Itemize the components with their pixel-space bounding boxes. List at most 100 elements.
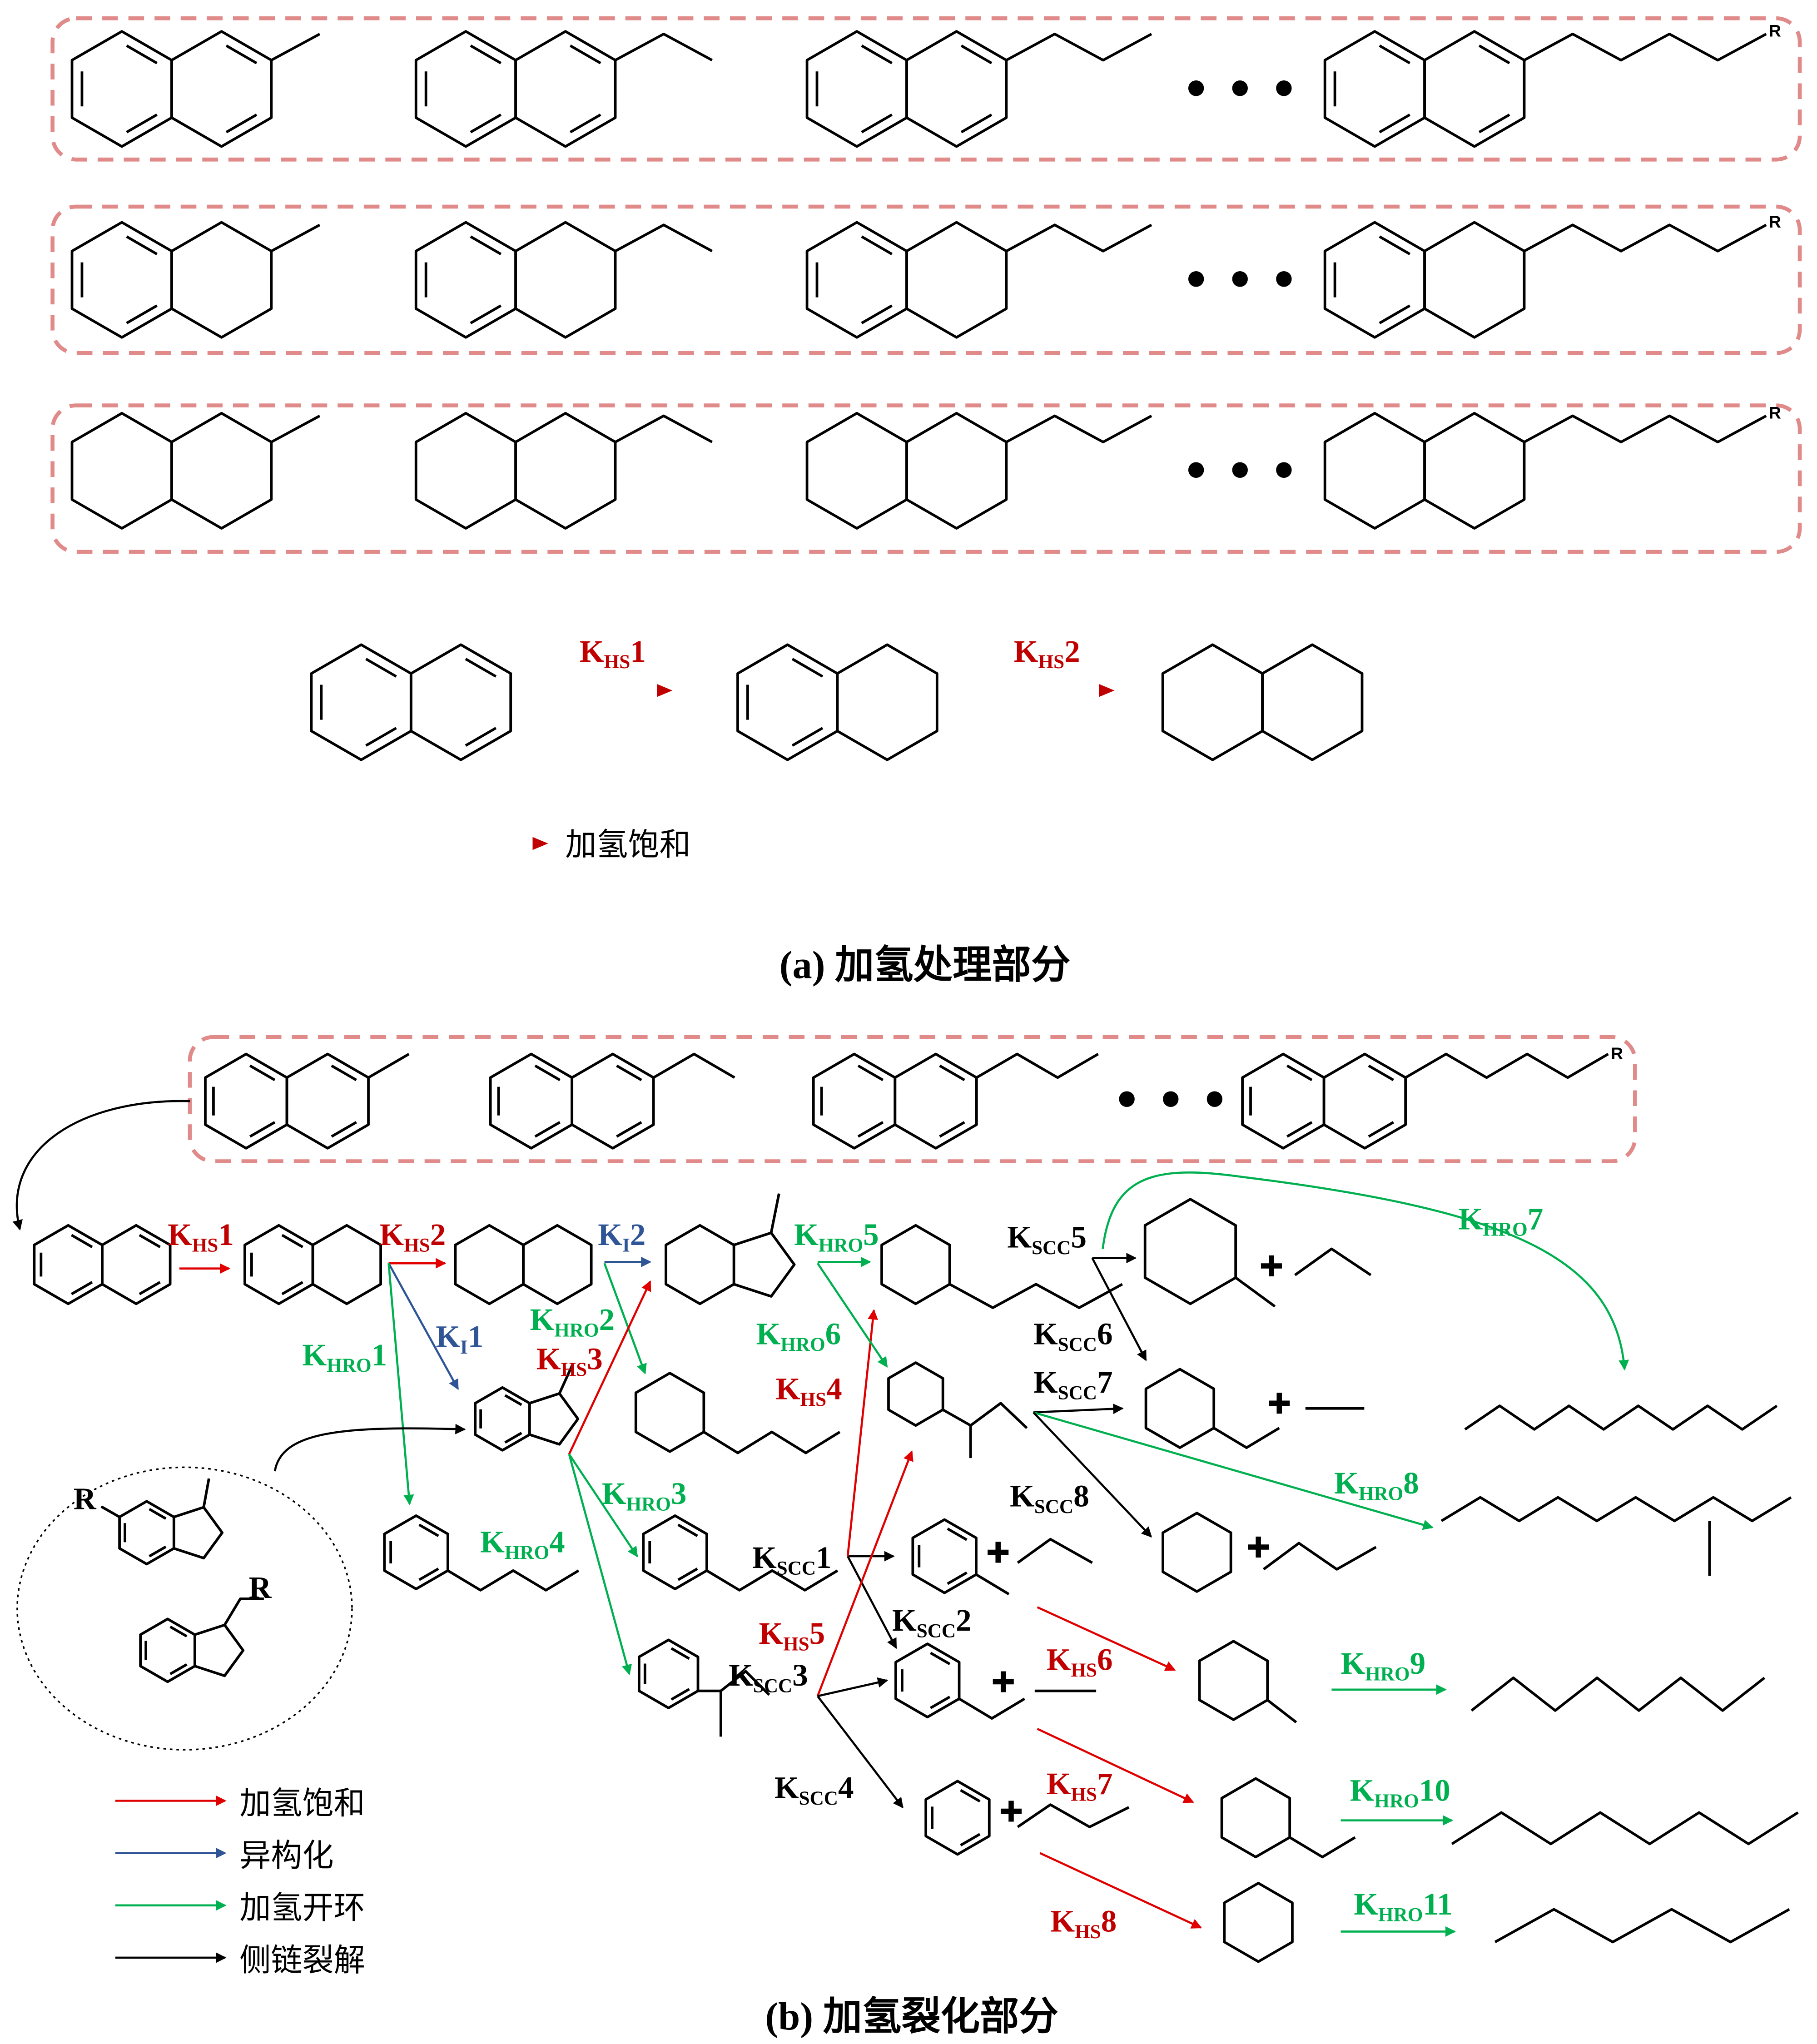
arrow-khro8 (1033, 1411, 1434, 1530)
arrow-khs8 (1039, 1852, 1202, 1929)
ring (310, 643, 412, 761)
rate-constant-sub: SCC (1058, 1383, 1097, 1404)
plus-sign (1261, 1255, 1282, 1276)
chain-bond (367, 1053, 410, 1079)
rate-constant-sub: SCC (1032, 1237, 1071, 1259)
double-bond (616, 1064, 642, 1082)
dashed-group-box-b (188, 1035, 1637, 1163)
part-a-legend-label: 加氢饱和 (565, 827, 690, 863)
ethane (1017, 1538, 1093, 1564)
rate-constant-num: 2 (599, 1302, 615, 1337)
ring (70, 221, 173, 339)
rate-constant-sub: SCC (753, 1676, 792, 1697)
rate-constant-khs5: KHS5 (759, 1616, 825, 1655)
ring (1423, 412, 1526, 530)
rate-constant-sub: HRO (1374, 1791, 1419, 1812)
rate-constant-sub: HS (1071, 1660, 1097, 1681)
arrow-khs5 (816, 1450, 913, 1697)
rate-constant-sub: HRO (780, 1334, 825, 1355)
chain-bond (653, 1052, 735, 1079)
chain-bond (223, 1597, 264, 1626)
legend-label-1: 加氢饱和 (239, 1785, 365, 1821)
ring (409, 643, 512, 761)
plus-sign (1248, 1536, 1269, 1558)
chain-bond (942, 1402, 1028, 1429)
double-bond (939, 1064, 965, 1082)
molecule-b-2 (489, 1052, 735, 1150)
rate-constant-kscc5: KSCC5 (1007, 1220, 1087, 1259)
rate-constant-k: K (436, 1319, 460, 1354)
legend-label-2: 异构化 (239, 1837, 333, 1874)
r-group-label: R (1769, 403, 1781, 422)
ring (911, 1518, 978, 1594)
dashed-group-box-3 (50, 403, 1802, 554)
double-bond (365, 658, 397, 678)
rate-constant-num: 6 (825, 1316, 841, 1351)
ring (894, 1052, 978, 1150)
rate-constant-k: K (729, 1657, 753, 1692)
rate-constant-num: 2 (956, 1602, 972, 1637)
rate-constant-num: 3 (671, 1476, 687, 1511)
rate-constant-num: 4 (838, 1770, 854, 1805)
butylcyclohexane-2 (634, 1372, 841, 1454)
butylbenzene (383, 1514, 580, 1592)
rate-constant-sub: HRO (1378, 1904, 1423, 1925)
double-bond (281, 1281, 303, 1295)
rate-constant-khro4: KHRO4 (480, 1524, 565, 1563)
double-bond (418, 1523, 439, 1537)
rate-constant-num: 8 (1403, 1465, 1419, 1500)
dashed-group-box-2 (50, 204, 1802, 355)
arrow-khro2 (603, 1263, 647, 1374)
double-bond (791, 727, 824, 747)
rate-constant-k: K (759, 1616, 783, 1651)
ring (118, 1500, 175, 1566)
rate-constant-k: K (774, 1770, 799, 1805)
double-bond (1286, 1064, 1313, 1082)
tetralin-b (243, 1224, 382, 1305)
double-bond (534, 1121, 561, 1138)
rate-constant-kscc7: KSCC7 (1033, 1364, 1113, 1404)
molecule-b-1 (204, 1052, 410, 1150)
ring (736, 643, 839, 761)
ring (454, 1224, 525, 1305)
rate-constant-num: 5 (809, 1616, 825, 1651)
double-bond (139, 1234, 161, 1248)
molecule-row2-4 (1323, 221, 1767, 339)
arrow-khs7 (1037, 1728, 1194, 1803)
ring (571, 1052, 655, 1150)
ring (489, 1052, 574, 1150)
part-a-caption: (a) 加氢处理部分 (779, 943, 1070, 987)
ring (905, 412, 1008, 530)
chain-bond (1017, 1538, 1093, 1564)
double-bond (1368, 1121, 1395, 1138)
rate-constant-k: K (1014, 634, 1038, 669)
naphthalene-b (33, 1224, 172, 1305)
double-bond (670, 1647, 690, 1660)
chain-bond (1524, 223, 1767, 253)
rate-constant-ki2: KI2 (598, 1217, 645, 1256)
rate-constant-num: 6 (1097, 1316, 1113, 1351)
curve-arrow-feed (12, 1100, 190, 1231)
double-bond (947, 1527, 968, 1541)
n-octane (1470, 1676, 1766, 1712)
naphthalene-a (310, 643, 512, 761)
rate-constant-k: K (1050, 1903, 1075, 1938)
double-bond (331, 1064, 357, 1082)
chain-bond (703, 1430, 841, 1454)
curve-arrow-khro7 (1102, 1171, 1629, 1371)
rate-constant-khs1: KHS1 (168, 1217, 234, 1256)
double-bond (470, 114, 502, 134)
double-bond (365, 727, 397, 747)
double-bond (960, 1833, 981, 1847)
ring (414, 412, 517, 530)
double-bond (149, 1508, 167, 1520)
double-bond (960, 1789, 981, 1803)
double-bond (249, 1064, 276, 1082)
ring (1323, 30, 1426, 148)
double-bond (569, 114, 601, 134)
n-octane-2 (1451, 1811, 1799, 1846)
double-bond (139, 1281, 161, 1295)
toluene (911, 1518, 1010, 1596)
ring (905, 30, 1008, 148)
